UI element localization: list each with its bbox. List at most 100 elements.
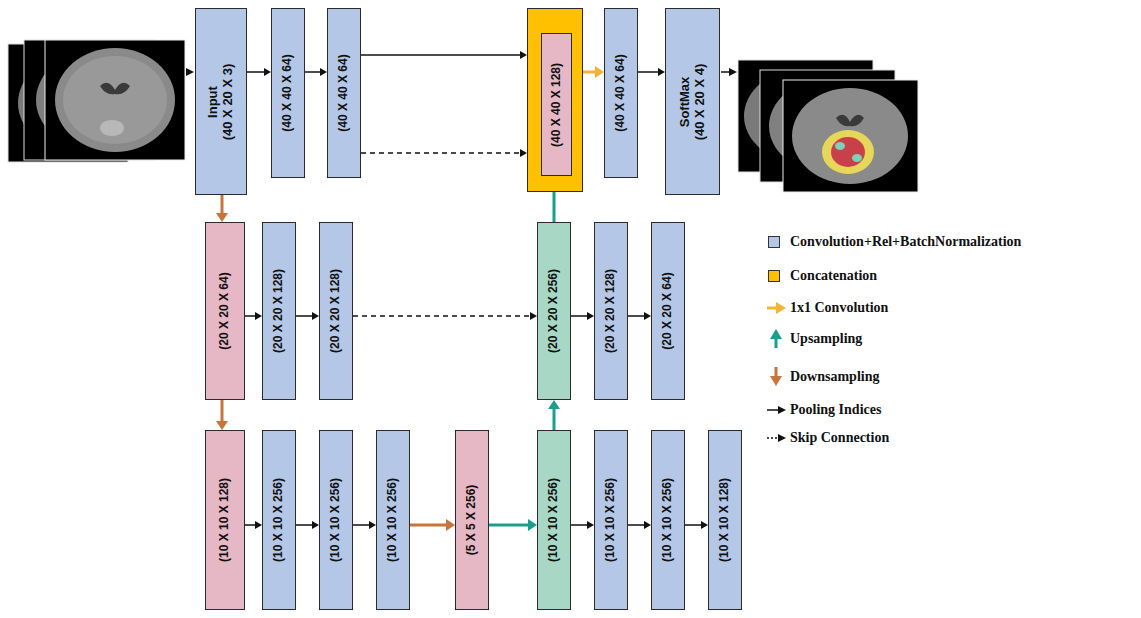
arrow-head (587, 312, 594, 320)
input-layer: Input(40 X 20 X 3) (195, 8, 247, 195)
connector (296, 312, 319, 320)
conv-block: (10 X 10 X 256) (594, 430, 628, 610)
softmax-layer: SoftMax(40 X 20 X 4) (665, 8, 720, 195)
tensor-size: (10 X 10 X 256) (604, 478, 618, 562)
legend-swatch (768, 236, 780, 248)
legend-swatch (768, 270, 780, 282)
tensor-size: (40 X 40 X 128) (550, 62, 564, 146)
arrow-head (729, 68, 737, 76)
connector (361, 149, 527, 157)
connector (583, 66, 604, 78)
conv-block: (40 X 40 X 64) (271, 8, 305, 178)
conv-block: (10 X 10 X 256) (651, 430, 685, 610)
connector-line (245, 315, 256, 317)
rotated-label: (10 X 10 X 256) (272, 478, 286, 562)
tensor-size: (40 X 40 X 64) (337, 54, 351, 131)
arrow-head (530, 312, 537, 320)
rotated-label: (20 X 20 X 128) (329, 269, 343, 353)
rotated-label: (40 X 40 X 64) (614, 54, 628, 131)
tensor-size: (40 X 20 X 4) (693, 63, 708, 140)
connector-line (305, 71, 321, 73)
rotated-label: (20 X 20 X 64) (218, 272, 232, 349)
concatenation-box: (40 X 40 X 128) (527, 8, 583, 192)
arrow-head (446, 519, 455, 531)
output-arrow (721, 71, 730, 73)
legend-text: Convolution+Rel+BatchNormalization (790, 234, 1021, 250)
connector (353, 521, 376, 529)
tensor-size: (10 X 10 X 256) (547, 478, 561, 562)
connector (628, 312, 651, 320)
rotated-label: (10 X 10 X 256) (604, 478, 618, 562)
connector-line (571, 524, 588, 526)
mri-slice (45, 40, 185, 160)
rotated-label: (20 X 20 X 256) (547, 269, 561, 353)
connector-line (553, 408, 556, 430)
legend-text: Skip Connection (790, 430, 889, 446)
tumor-core (831, 137, 865, 167)
connector-line (221, 400, 224, 422)
connector-line (489, 524, 529, 527)
rotated-label: (10 X 10 X 128) (218, 478, 232, 562)
tensor-size: (10 X 10 X 256) (272, 478, 286, 562)
rotated-label: (40 X 40 X 128) (550, 62, 564, 146)
connector (628, 521, 651, 529)
connector-line (353, 315, 531, 317)
connector (361, 51, 527, 59)
conv-block: (20 X 20 X 128) (319, 222, 353, 400)
downsample-box: (10 X 10 X 128) (205, 430, 245, 610)
tensor-size: (20 X 20 X 64) (218, 272, 232, 349)
rotated-label: (10 X 10 X 256) (661, 478, 675, 562)
connector-line (361, 152, 521, 154)
arrow-head (528, 519, 537, 531)
tumor-enhancing (852, 154, 862, 162)
arrow-head (770, 376, 782, 386)
connector-line (361, 54, 521, 56)
arrow-head (255, 312, 262, 320)
tensor-size: (20 X 20 X 128) (272, 269, 286, 353)
legend-text: Concatenation (790, 268, 877, 284)
tensor-size: (10 X 10 X 128) (718, 478, 732, 562)
brain-shape (55, 48, 175, 152)
ventricles (836, 115, 864, 127)
legend-text: Downsampling (790, 369, 879, 385)
tensor-size: (20 X 20 X 64) (661, 272, 675, 349)
arrow-head (644, 312, 651, 320)
rotated-label: (40 X 40 X 64) (337, 54, 351, 131)
connector-line (628, 315, 645, 317)
connector-line (638, 71, 659, 73)
conv-block: (10 X 10 X 128) (708, 430, 742, 610)
layer-name: Input (206, 63, 221, 140)
connector (410, 519, 455, 531)
conv-block: (40 X 40 X 64) (327, 8, 361, 178)
conv-block: (20 X 20 X 128) (594, 222, 628, 400)
arrow-head (548, 400, 560, 409)
connector (216, 400, 228, 430)
tensor-size: (10 X 10 X 128) (218, 478, 232, 562)
connector-line (583, 71, 596, 74)
rotated-label: (10 X 10 X 256) (386, 478, 400, 562)
rotated-label: (10 X 10 X 256) (547, 478, 561, 562)
connector (548, 400, 560, 430)
conv-block: (20 X 20 X 128) (262, 222, 296, 400)
tumor-enhancing (835, 142, 845, 150)
tensor-size: (10 X 10 X 256) (661, 478, 675, 562)
arrow-head (186, 68, 194, 76)
arrow-head (658, 68, 665, 76)
tensor-size: (20 X 20 X 128) (329, 269, 343, 353)
arrow-head (312, 521, 319, 529)
arrow-head (776, 302, 786, 314)
tensor-size: (5 X 5 X 256) (465, 485, 479, 556)
upsample-box: (10 X 10 X 256) (537, 430, 571, 610)
input-mri-stack (8, 40, 185, 162)
conv-block: (10 X 10 X 256) (376, 430, 410, 610)
arrow-head (778, 434, 786, 442)
connector (638, 68, 665, 76)
rotated-label: (20 X 20 X 128) (604, 269, 618, 353)
connector-line (628, 524, 645, 526)
connector-line (410, 524, 447, 527)
arrow-head (216, 213, 228, 222)
legend-arrow-sample (767, 437, 779, 439)
connector (685, 521, 708, 529)
rotated-label: (10 X 10 X 128) (718, 478, 732, 562)
